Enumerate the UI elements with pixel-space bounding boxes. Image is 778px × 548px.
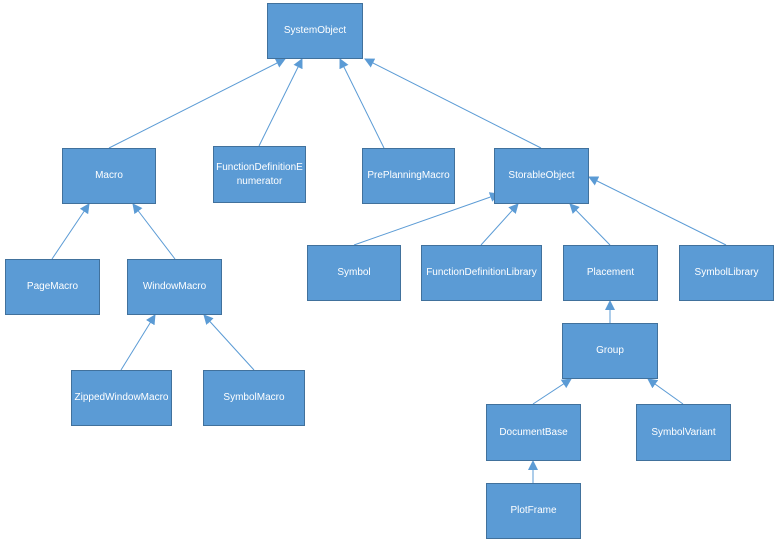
node-storable-object[interactable]: StorableObject <box>494 148 589 204</box>
edge-symbollib-to-storable <box>588 176 727 246</box>
node-label: SystemObject <box>283 25 347 36</box>
node-group[interactable]: Group <box>562 323 658 379</box>
edge-windowmacro-to-macro <box>132 203 176 260</box>
node-systemobject[interactable]: SystemObject <box>267 3 363 59</box>
edge-preplanning-to-systemobject <box>339 58 385 149</box>
edge-storable-to-systemobject <box>364 58 542 149</box>
node-window-macro[interactable]: WindowMacro <box>127 259 222 315</box>
node-label: Symbol <box>337 267 371 278</box>
node-symbol-library[interactable]: SymbolLibrary <box>679 245 774 301</box>
node-document-base[interactable]: DocumentBase <box>486 404 581 461</box>
node-label: WindowMacro <box>142 281 207 292</box>
node-plot-frame[interactable]: PlotFrame <box>486 483 581 539</box>
edge-placement-to-storable <box>569 203 611 246</box>
node-label: FunctionDefinitionEnumerator <box>216 161 303 187</box>
node-function-definition-library[interactable]: FunctionDefinitionLibrary <box>421 245 542 301</box>
edge-fde-to-systemobject <box>258 58 303 147</box>
node-label: SymbolVariant <box>651 426 716 438</box>
node-label: Group <box>596 345 624 356</box>
node-symbol[interactable]: Symbol <box>307 245 401 301</box>
edge-symvariant-to-group <box>647 378 684 405</box>
edge-pagemacro-to-macro <box>51 203 90 260</box>
node-macro[interactable]: Macro <box>62 148 156 204</box>
edge-zipped-to-windowmacro <box>120 314 156 371</box>
node-page-macro[interactable]: PageMacro <box>5 259 100 315</box>
node-label: Placement <box>586 267 635 278</box>
node-symbol-variant[interactable]: SymbolVariant <box>636 404 731 461</box>
node-zipped-window-macro[interactable]: ZippedWindowMacro <box>71 370 172 426</box>
edge-symbol-to-storable <box>353 192 500 246</box>
node-function-definition-enumerator[interactable]: FunctionDefinitionEnumerator <box>213 146 306 203</box>
node-label: DocumentBase <box>499 426 568 438</box>
node-symbol-macro[interactable]: SymbolMacro <box>203 370 305 426</box>
node-label: StorableObject <box>508 170 575 181</box>
node-label: SymbolLibrary <box>694 267 759 278</box>
node-label: PageMacro <box>26 281 79 292</box>
edge-docbase-to-group <box>532 378 572 405</box>
node-label: PrePlanningMacro <box>367 170 450 181</box>
edge-macro-to-systemobject <box>108 58 286 149</box>
edge-symbolmacro-to-windowmacro <box>203 314 255 371</box>
node-placement[interactable]: Placement <box>563 245 658 301</box>
node-label: Macro <box>95 170 123 181</box>
node-label: SymbolMacro <box>223 392 285 403</box>
node-label: FunctionDefinitionLibrary <box>426 267 537 278</box>
node-label: ZippedWindowMacro <box>74 392 169 403</box>
node-preplanning-macro[interactable]: PrePlanningMacro <box>362 148 455 204</box>
edge-fdl-to-storable <box>480 203 519 246</box>
node-label: PlotFrame <box>510 505 557 516</box>
